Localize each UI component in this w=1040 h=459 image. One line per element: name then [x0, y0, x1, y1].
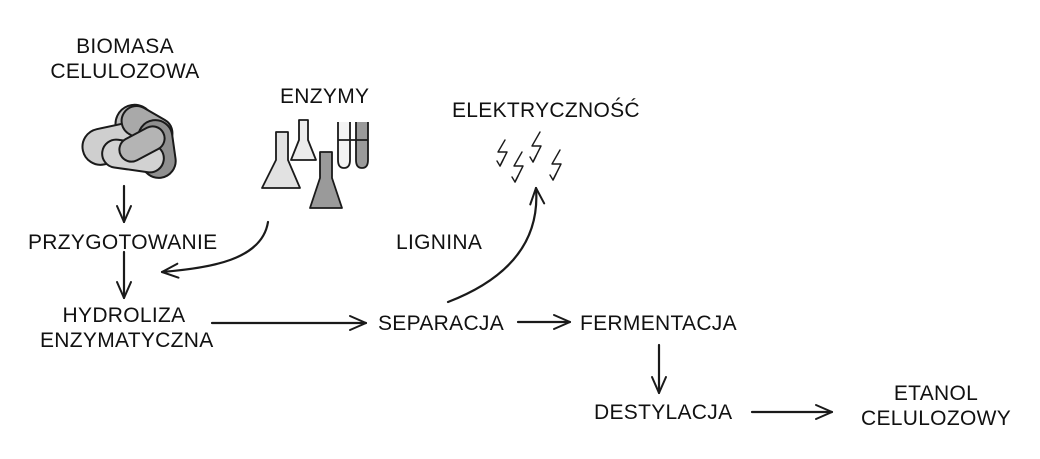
distillation-label: DESTYLACJA	[594, 401, 733, 424]
lab-glassware-icon	[261, 119, 369, 209]
ethanol-label-line1: ETANOL	[893, 382, 979, 405]
arrow-enzymes-to-hydrolysis	[160, 220, 270, 279]
biomass-label-line1: BIOMASA	[76, 35, 174, 58]
biomass-label: BIOMASA CELULOZOWA	[50, 34, 200, 84]
hydrolysis-label-line2: ENZYMATYCZNA	[40, 329, 214, 352]
fermentation-label: FERMENTACJA	[580, 312, 737, 335]
preparation-label: PRZYGOTOWANIE	[28, 231, 218, 254]
arrow-separation-to-electricity	[446, 186, 546, 304]
ethanol-label-line2: CELULOZOWY	[860, 407, 1012, 430]
separation-label: SEPARACJA	[378, 312, 505, 335]
hydrolysis-label-line1: HYDROLIZA	[62, 304, 186, 327]
biomass-icon	[81, 103, 177, 179]
lignin-label: LIGNINA	[396, 231, 483, 254]
hydrolysis-label: HYDROLIZA ENZYMATYCZNA	[40, 303, 214, 353]
lightning-bolts-icon	[496, 131, 562, 183]
electricity-label: ELEKTRYCZNOŚĆ	[452, 99, 640, 122]
ethanol-label: ETANOL CELULOZOWY	[856, 381, 1016, 431]
enzymes-label: ENZYMY	[280, 85, 370, 108]
biomass-label-line2: CELULOZOWA	[50, 60, 200, 83]
